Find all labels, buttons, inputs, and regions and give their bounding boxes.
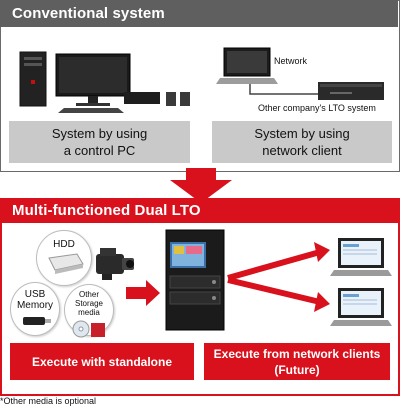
video-camera-icon — [96, 248, 134, 280]
standalone-caption-text: Execute with standalone — [31, 354, 173, 369]
control-pc-caption: System by using a control PC — [9, 121, 190, 163]
right-arrow-icon — [126, 280, 160, 306]
dual-lto-header: Multi-functioned Dual LTO — [0, 198, 400, 223]
hdd-icon — [48, 253, 84, 274]
network-clients-caption-line2: (Future) — [274, 362, 320, 377]
footnote: *Other media is optional — [0, 396, 97, 406]
hdd-label: HDD — [53, 239, 75, 250]
network-client-illustration — [216, 47, 384, 100]
control-pc-caption-line1: System by using — [51, 126, 148, 141]
network-arrows — [227, 242, 330, 312]
network-clients-caption-line1: Execute from network clients — [213, 346, 381, 361]
usb-stick-icon — [23, 317, 51, 325]
client-laptop-2 — [330, 288, 392, 326]
dual-lto-title: Multi-functioned Dual LTO — [12, 202, 201, 219]
other-storage-label-line2: Storage media — [74, 299, 104, 317]
conventional-system-header: Conventional system — [0, 0, 398, 27]
hdd-bubble: HDD — [36, 230, 92, 286]
other-storage-label-line1: Other — [78, 290, 99, 299]
control-pc-illustration — [19, 51, 190, 113]
client-laptop-1 — [330, 238, 392, 276]
network-client-caption-line1: System by using — [254, 126, 350, 141]
other-storage-bubble: Other Storage media — [64, 284, 114, 338]
dual-lto-device — [165, 229, 225, 331]
network-label: Network — [274, 56, 308, 66]
down-arrow-icon — [170, 168, 232, 203]
network-clients-caption: Execute from network clients (Future) — [204, 343, 390, 380]
usb-memory-bubble: USB Memory — [10, 282, 60, 336]
other-company-lto-label: Other company's LTO system — [258, 103, 376, 113]
standalone-caption: Execute with standalone — [10, 343, 194, 380]
network-client-caption-line2: network client — [262, 143, 342, 158]
storage-media-icon — [72, 320, 105, 338]
usb-label-line2: Memory — [16, 300, 54, 311]
network-client-caption: System by using network client — [212, 121, 392, 163]
control-pc-caption-line2: a control PC — [63, 143, 136, 158]
conventional-system-title: Conventional system — [12, 5, 165, 22]
usb-label-line1: USB — [24, 289, 46, 300]
